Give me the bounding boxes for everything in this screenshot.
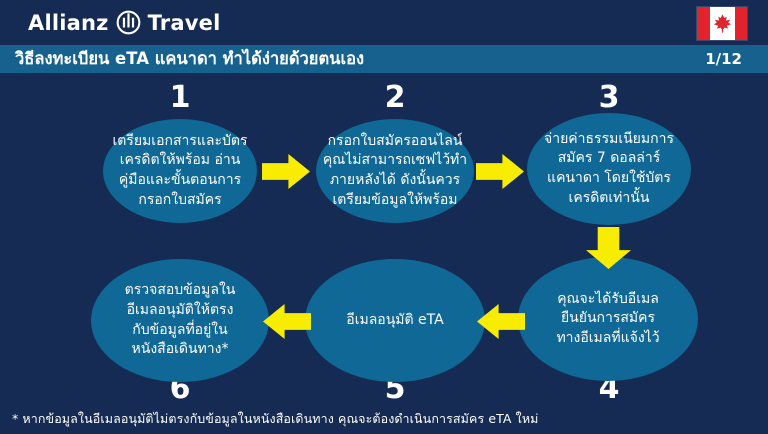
flag-red-band bbox=[697, 7, 710, 40]
maple-leaf-icon bbox=[713, 14, 731, 33]
step-text-2: กรอกใบสมัครออนไลน์ คุณไม่สามารถเซฟไว้ทำ … bbox=[322, 132, 468, 208]
step-number-4: 4 bbox=[598, 371, 620, 406]
page-title: วิธีลงทะเบียน eTA แคนาดา ทำได้ง่ายด้วยตน… bbox=[15, 49, 365, 68]
step-ellipse-4: คุณจะได้รับอีเมล ยืนยันการสมัคร ทางอีเมล… bbox=[518, 257, 698, 381]
footnote: * หากข้อมูลในอีเมลอนุมัติไม่ตรงกับข้อมูล… bbox=[12, 411, 539, 426]
step-text-5: อีเมลอนุมัติ eTA bbox=[346, 311, 444, 328]
step-text-1: เตรียมเอกสารและบัตร เครดิตให้พร้อม อ่าน … bbox=[112, 132, 248, 208]
brand-logo: Allianz Travel bbox=[28, 10, 220, 35]
step-number-1: 1 bbox=[169, 80, 191, 115]
allianz-circle-icon bbox=[116, 10, 141, 35]
title-bar: วิธีลงทะเบียน eTA แคนาดา ทำได้ง่ายด้วยตน… bbox=[0, 45, 768, 73]
step-number-3: 3 bbox=[598, 80, 620, 115]
page-indicator: 1/12 bbox=[705, 50, 742, 68]
step-text-3: จ่ายค่าธรรมเนียมการ สมัคร 7 ดอลล่าร์ แคน… bbox=[544, 130, 674, 206]
flag-white-band bbox=[709, 7, 735, 40]
step-text-6: ตรวจสอบข้อมูลใน อีเมลอนุมัติให้ตรง กับข้… bbox=[124, 282, 236, 358]
arrow-right-icon bbox=[262, 154, 310, 189]
arrow-left-icon bbox=[263, 304, 311, 339]
brand-travel-text: Travel bbox=[147, 10, 221, 35]
flag-red-band bbox=[734, 7, 747, 40]
arrow-right-icon bbox=[476, 154, 524, 189]
canada-flag bbox=[697, 7, 747, 40]
step-ellipse-6: ตรวจสอบข้อมูลใน อีเมลอนุมัติให้ตรง กับข้… bbox=[91, 259, 269, 382]
step-number-2: 2 bbox=[384, 80, 406, 115]
brand-allianz-text: Allianz bbox=[28, 10, 109, 35]
step-ellipse-5: อีเมลอนุมัติ eTA bbox=[305, 259, 485, 382]
step-ellipse-1: เตรียมเอกสารและบัตร เครดิตให้พร้อม อ่าน … bbox=[103, 119, 257, 223]
step-ellipse-3: จ่ายค่าธรรมเนียมการ สมัคร 7 ดอลล่าร์ แคน… bbox=[527, 113, 691, 225]
step-ellipse-2: กรอกใบสมัครออนไลน์ คุณไม่สามารถเซฟไว้ทำ … bbox=[316, 119, 474, 223]
step-text-4: คุณจะได้รับอีเมล ยืนยันการสมัคร ทางอีเมล… bbox=[556, 290, 660, 346]
arrow-left-icon bbox=[477, 304, 525, 339]
